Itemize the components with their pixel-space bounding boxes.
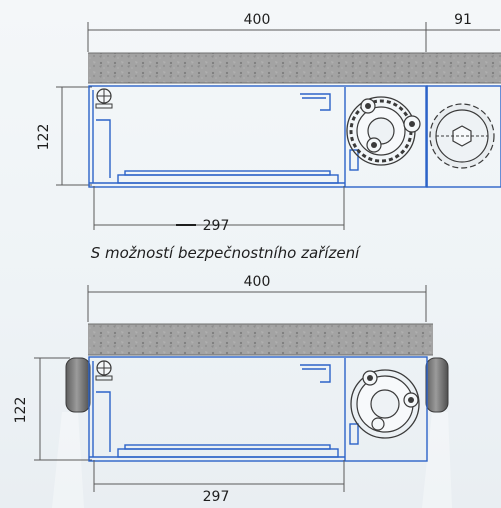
top-dim-extension-label: 91 [454, 12, 472, 28]
top-dim-length-line [87, 22, 500, 52]
bottom-dim-length-line [87, 285, 427, 322]
top-drawing: 400 91 122 [36, 12, 501, 234]
top-drive-sprocket [346, 96, 421, 166]
top-dim-height-label: 122 [36, 124, 52, 151]
right-light-beam [422, 412, 452, 508]
top-dim-inner-line [93, 186, 345, 230]
top-mount-bolt [95, 88, 113, 109]
bottom-drive-motor [350, 369, 420, 439]
bottom-dim-inner-label: 297 [203, 489, 230, 505]
bottom-drawing: 400 122 [13, 274, 452, 508]
safety-device-caption: S možností bezpečnostního zařízení [91, 244, 361, 262]
top-dim-height-line [56, 86, 92, 186]
bottom-dim-inner-line [93, 460, 345, 492]
bottom-gearbox-housing [88, 356, 428, 462]
bottom-dim-height-label: 122 [13, 397, 29, 424]
top-dim-inner-label: 297 [203, 218, 230, 234]
bottom-mount-bolt [95, 360, 113, 381]
right-safety-sensor [425, 357, 449, 413]
top-concrete-slab [88, 53, 501, 83]
bottom-concrete-slab [88, 324, 433, 355]
left-safety-sensor [65, 357, 91, 413]
bottom-dim-length-label: 400 [244, 274, 271, 290]
top-gearbox-housing [88, 85, 428, 188]
bottom-dim-height-line [34, 357, 92, 461]
top-extension-gear [426, 85, 501, 188]
top-dim-length-label: 400 [244, 12, 271, 28]
